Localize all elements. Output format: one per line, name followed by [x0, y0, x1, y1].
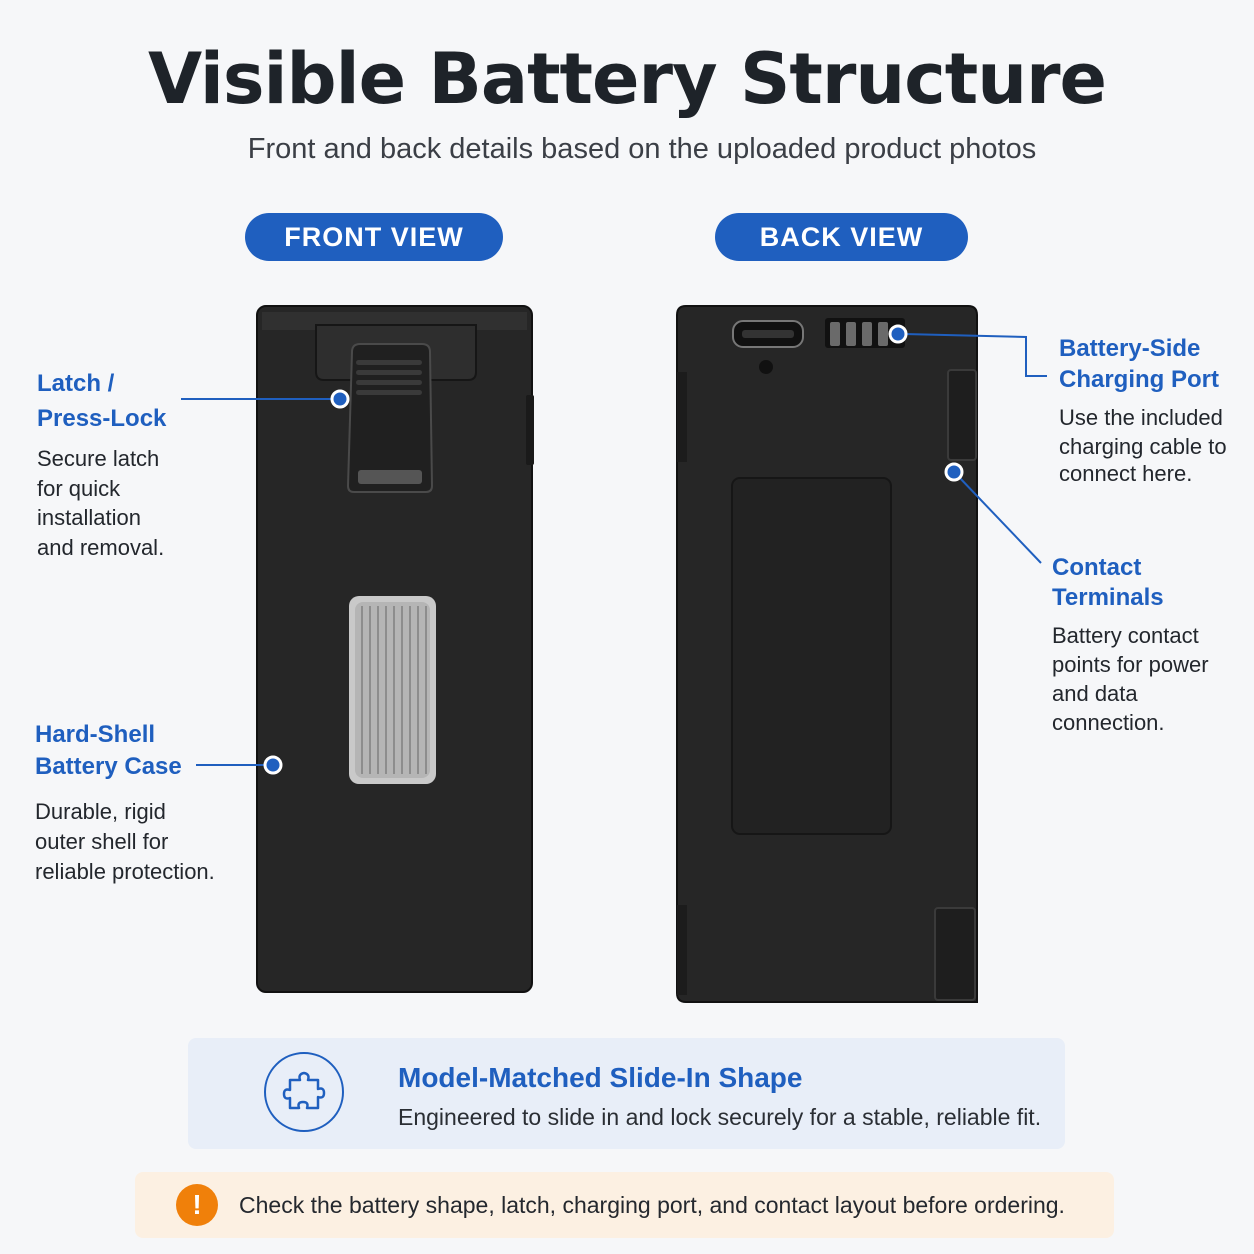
port-text-line: charging cable to	[1059, 434, 1227, 459]
contacts-marker-dot	[944, 462, 964, 482]
latch-text-line: installation	[37, 505, 141, 530]
page-title: Visible Battery Structure	[147, 38, 1107, 120]
latch-text-line: Secure latch	[37, 446, 160, 471]
latch-image	[315, 324, 477, 493]
contacts-title-line1: Contact	[1052, 554, 1142, 581]
contacts-text-line: points for power	[1052, 652, 1209, 677]
exclamation-icon: !	[176, 1184, 218, 1226]
latch-title-line2: Press-Lock	[37, 405, 167, 432]
port-text-line: connect here.	[1059, 461, 1193, 486]
latch-text-line: and removal.	[37, 535, 165, 560]
port-text-line: Use the included	[1059, 405, 1223, 430]
charging-port-image	[732, 320, 804, 374]
port-marker-dot	[888, 324, 908, 344]
notice-text: Check the battery shape, latch, charging…	[239, 1192, 1065, 1218]
contacts-text-line: Battery contact	[1052, 623, 1199, 648]
contacts-text-line: and data	[1052, 681, 1138, 706]
feature-title: Model-Matched Slide-In Shape	[398, 1062, 803, 1093]
case-marker-dot	[263, 755, 283, 775]
port-title-line1: Battery-Side	[1059, 335, 1201, 362]
contacts-text-line: connection.	[1052, 710, 1165, 735]
port-title-line2: Charging Port	[1059, 366, 1219, 393]
latch-marker-dot	[330, 389, 350, 409]
case-title-line1: Hard-Shell	[35, 721, 156, 748]
front-battery-image	[256, 305, 534, 993]
front-view-badge: FRONT VIEW	[245, 213, 503, 261]
case-title-line2: Battery Case	[35, 753, 182, 780]
port-leader-line	[903, 333, 1047, 377]
puzzle-piece-icon	[264, 1052, 344, 1132]
back-view-badge: BACK VIEW	[715, 213, 968, 261]
contacts-leader-line	[957, 475, 1042, 564]
case-text-line: Durable, rigid	[35, 799, 166, 824]
contacts-title-line2: Terminals	[1052, 584, 1164, 611]
case-text-line: outer shell for	[35, 829, 169, 854]
label-sticker-image	[349, 596, 436, 784]
latch-title-line1: Latch /	[37, 370, 115, 397]
notice-bar: ! Check the battery shape, latch, chargi…	[135, 1172, 1114, 1238]
page-subtitle: Front and back details based on the uplo…	[247, 133, 1037, 165]
feature-text: Engineered to slide in and lock securely…	[398, 1104, 1042, 1130]
back-battery-image	[676, 305, 978, 1003]
feature-box: Model-Matched Slide-In Shape Engineered …	[188, 1038, 1065, 1149]
latch-text-line: for quick	[37, 476, 121, 501]
contact-terminals-image	[825, 318, 905, 348]
case-text-line: reliable protection.	[35, 859, 215, 884]
